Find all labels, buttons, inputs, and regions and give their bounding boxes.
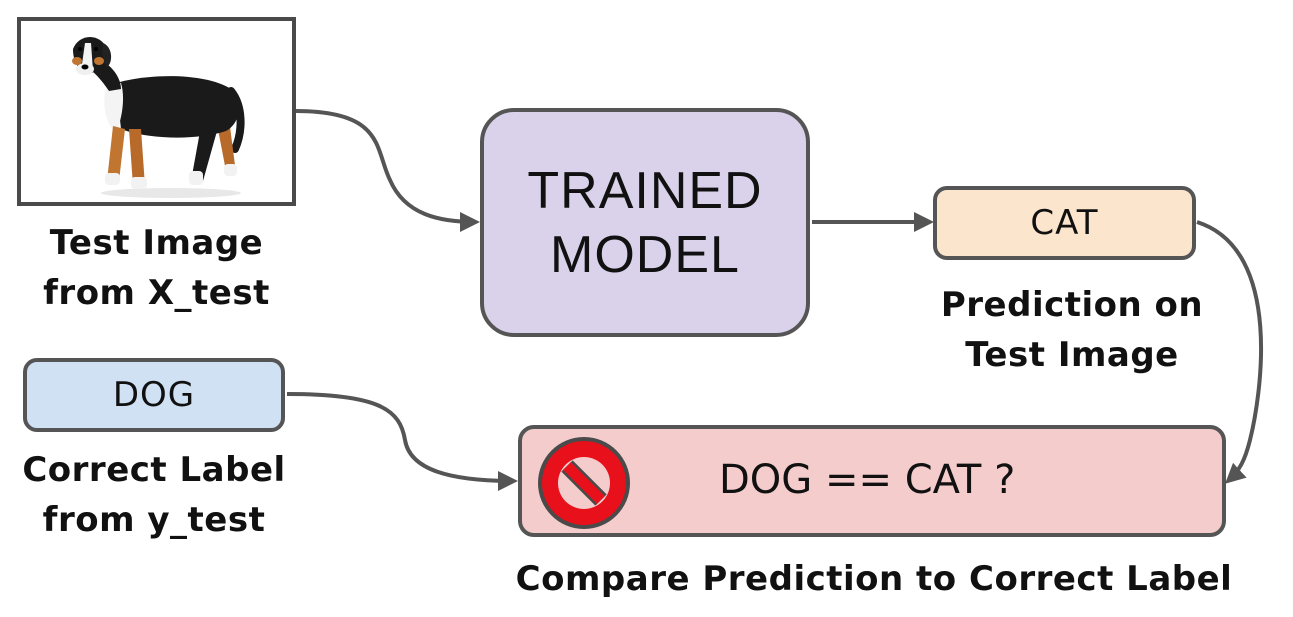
correct-caption-line1: Correct Label (22, 450, 286, 490)
model-label-line2: MODEL (550, 225, 740, 284)
prediction-box: CAT (933, 186, 1196, 260)
prediction-caption-line2: Test Image (965, 335, 1179, 375)
trained-model-box: TRAINED MODEL (480, 108, 810, 337)
dog-photo-icon (72, 37, 245, 198)
model-label-line1: TRAINED (527, 161, 763, 220)
test-image-caption: Test Image from X_test (17, 218, 296, 318)
test-image-caption-line2: from X_test (43, 273, 270, 313)
test-image-frame (17, 17, 296, 206)
arrow-prediction-to-compare (1196, 220, 1264, 484)
correct-label: DOG (112, 375, 196, 415)
prediction-caption: Prediction on Test Image (930, 280, 1214, 380)
arrow-correct-to-compare (286, 392, 518, 491)
prediction-caption-line1: Prediction on (940, 285, 1204, 325)
compare-caption: Compare Prediction to Correct Label (515, 559, 1233, 599)
compare-text: DOG == CAT ? (719, 457, 1016, 503)
correct-label-box: DOG (23, 358, 285, 432)
arrow-image-to-model (295, 109, 480, 232)
prohibited-icon (538, 437, 630, 529)
test-image-caption-line1: Test Image (49, 223, 264, 263)
compare-box: DOG == CAT ? (518, 425, 1226, 537)
prediction-label: CAT (1030, 203, 1099, 243)
correct-label-caption: Correct Label from y_test (6, 445, 302, 545)
correct-caption-line2: from y_test (42, 500, 266, 540)
